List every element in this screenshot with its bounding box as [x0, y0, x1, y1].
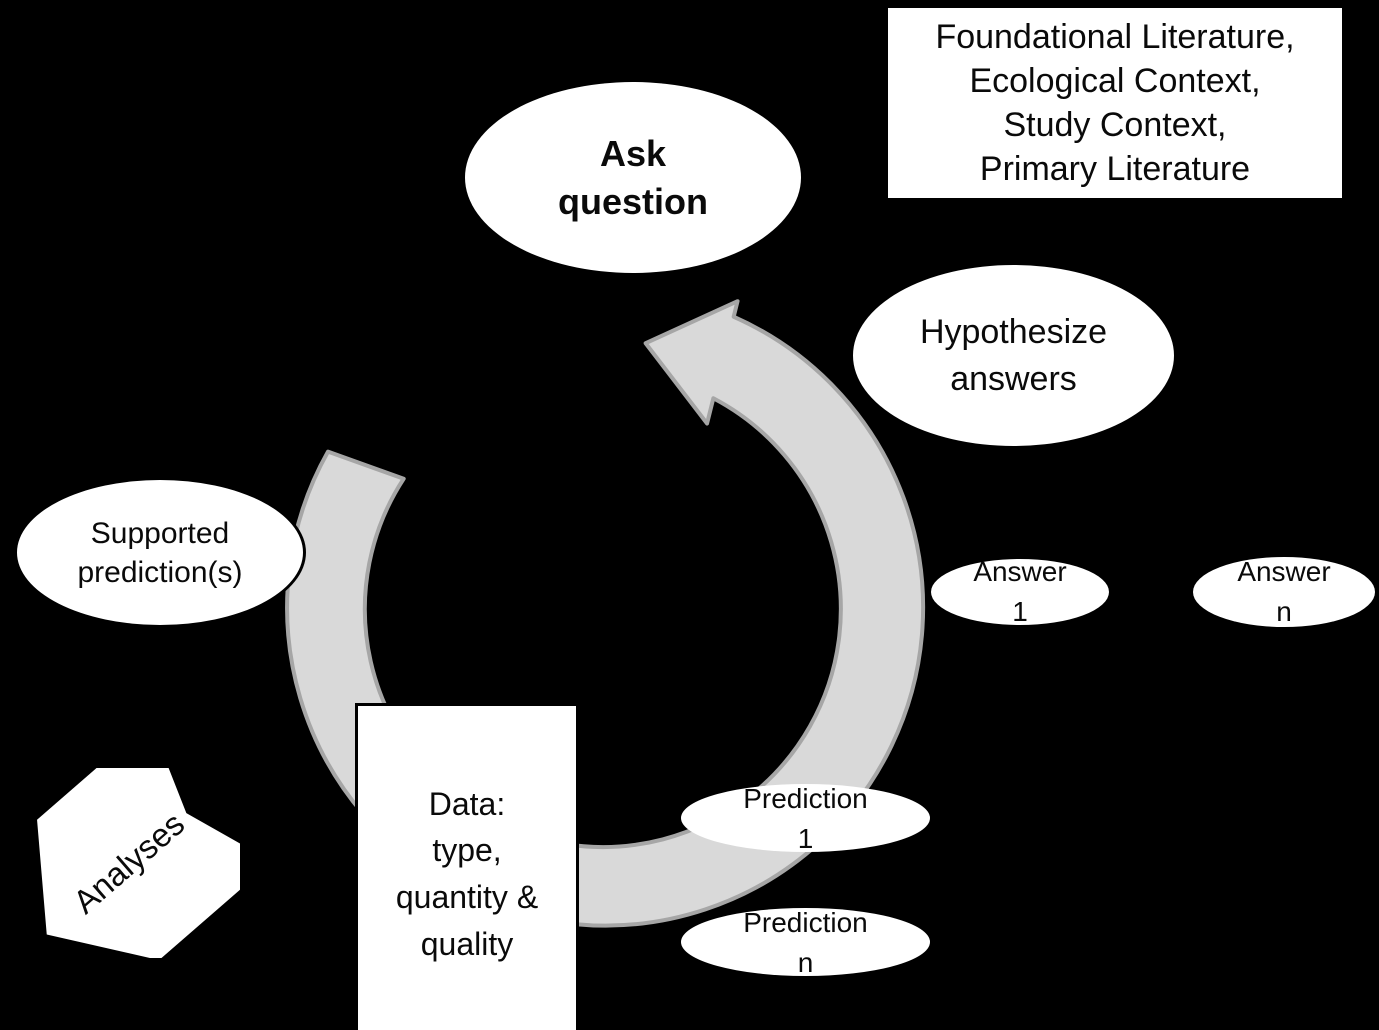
- answer-n-node: [1193, 557, 1375, 627]
- ask-question-node: [465, 82, 801, 273]
- data-box: [355, 703, 579, 1030]
- analyses-shape: Analyses: [18, 721, 273, 961]
- context-box: [885, 5, 1345, 201]
- answer-1-node: [929, 557, 1111, 627]
- prediction-n-node: [681, 908, 930, 976]
- analyses-chevron-icon: [37, 721, 273, 961]
- supported-prediction-node: [14, 477, 306, 628]
- hypothesize-answers-node: [850, 262, 1177, 449]
- prediction-1-node: [681, 784, 930, 852]
